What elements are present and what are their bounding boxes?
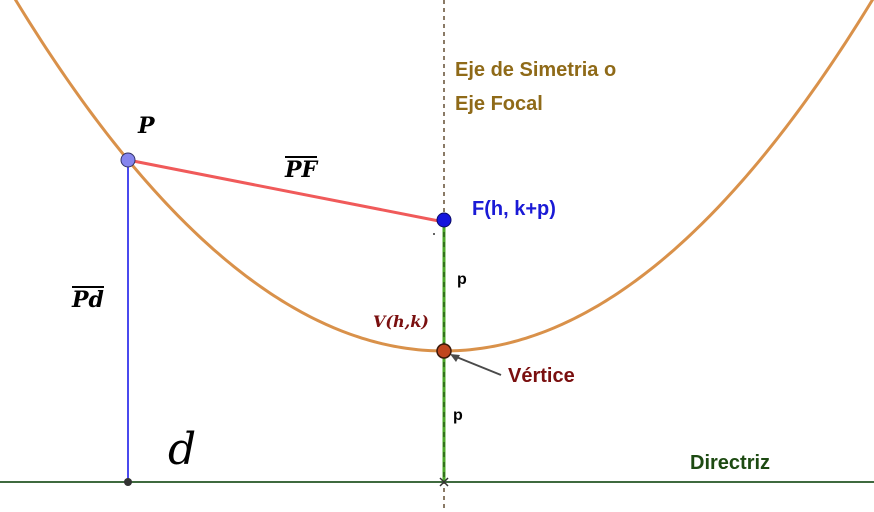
label-point-p: P [138,113,155,139]
label-axis-line2: Eje Focal [455,93,543,115]
label-directrix-letter: d [168,424,197,475]
focus-point[interactable] [436,212,452,228]
label-segment-pd: Pd [72,286,104,313]
label-p-lower: p [453,407,463,424]
label-p-upper: p [457,271,467,288]
vertex-point[interactable] [436,343,452,359]
parabola-curve [13,0,874,353]
label-axis-line1: Eje de Simetria o [455,59,617,81]
focus-tick-dot [433,233,435,235]
vertex-arrow-head [450,354,460,362]
label-vertex-coords: V(h,k) [373,312,429,331]
intersection-marker [439,477,449,487]
label-vertex-name: Vértice [508,365,575,387]
label-focus: F(h, k+p) [472,198,556,220]
point-d[interactable] [124,478,132,486]
label-directrix: Directriz [690,452,771,474]
point-p[interactable] [120,152,136,168]
segment-pf [127,158,445,224]
label-segment-pf: PF [285,156,318,183]
vertex-arrow [453,355,502,376]
